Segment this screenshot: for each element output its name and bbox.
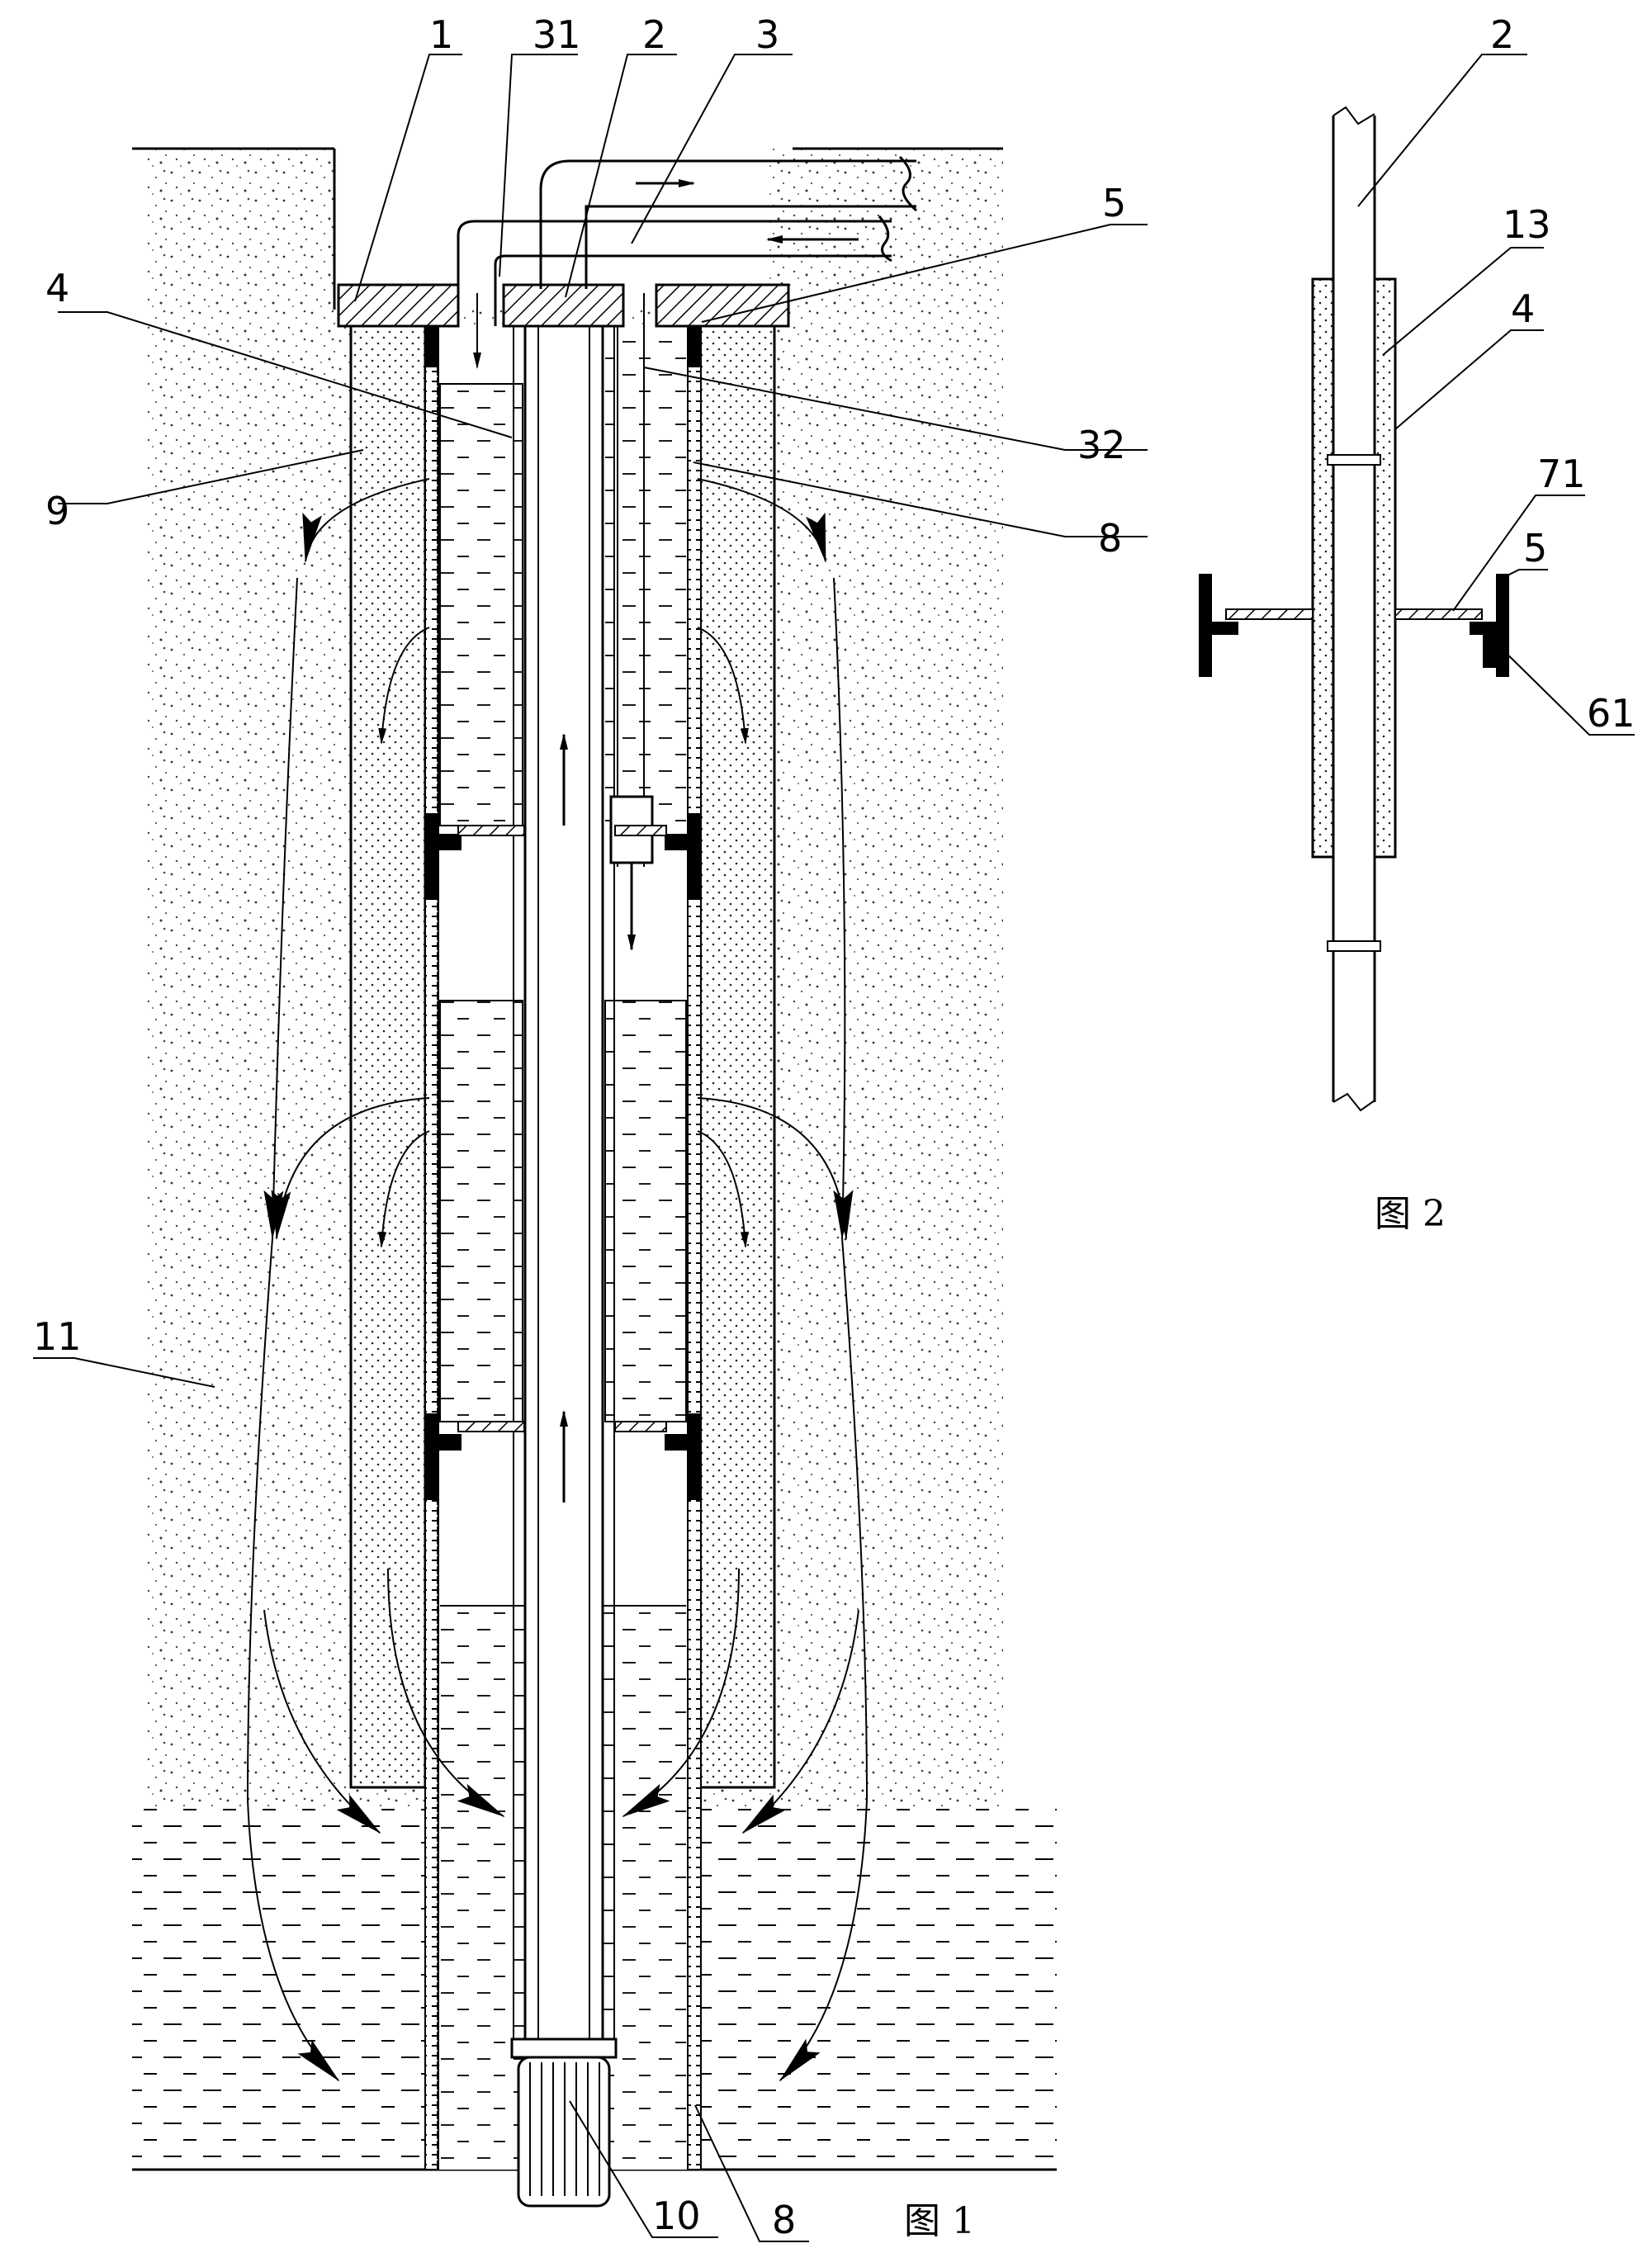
- injection-pipe-break: [878, 215, 892, 263]
- figure-1: 1 31 2 3 5 4 32 9 8 11 10 8 图 1: [33, 12, 1148, 2242]
- fig2-sleeve-left: [1311, 277, 1335, 859]
- fig2-packer-right: [1496, 574, 1509, 677]
- packer-top-left: [425, 326, 438, 367]
- pump-coupling: [510, 2037, 618, 2059]
- fig2-label-71: 71: [1537, 452, 1586, 496]
- fig2-seat-right-drop: [1483, 635, 1496, 668]
- figure-2: 2 13 4 71 5 61 图 2: [1199, 12, 1635, 1235]
- soil-layer: [145, 149, 1003, 1806]
- fig2-sleeve-right: [1373, 277, 1397, 859]
- chamber-water-right-1: [605, 326, 686, 826]
- packer-left-1: [425, 813, 438, 900]
- figure-1-leaders: [33, 54, 1148, 2242]
- riser-pipe: [523, 287, 604, 2041]
- well-cover-middle: [502, 283, 625, 328]
- injection-pipe: [457, 220, 892, 326]
- figure-1-caption: 图 1: [904, 2200, 975, 2242]
- packer-right-1: [688, 813, 701, 900]
- fig2-label-4: 4: [1511, 286, 1535, 331]
- fig2-label-61: 61: [1587, 691, 1635, 736]
- fig2-packer-left: [1199, 574, 1212, 677]
- pump-ribs: [529, 2062, 600, 2196]
- fig2-plate-left: [1225, 608, 1314, 620]
- partition-plate-right-2: [614, 1421, 667, 1432]
- packer-right-2-foot: [665, 1434, 688, 1451]
- partition-plate-left-1: [457, 825, 525, 836]
- packer-left-1-foot: [438, 834, 462, 850]
- gravel-pack-left: [349, 324, 427, 1789]
- label-8-lower: 8: [772, 2198, 796, 2242]
- gravel-pack-right: [698, 324, 776, 1789]
- packer-right-2: [688, 1413, 701, 1500]
- aquifer-flow-arrows: [246, 478, 869, 2082]
- label-11: 11: [33, 1314, 82, 1359]
- fig2-seat-right: [1470, 622, 1496, 635]
- packer-top-right: [688, 326, 701, 367]
- label-32: 32: [1077, 423, 1126, 467]
- fig2-coupling-upper: [1327, 454, 1381, 466]
- label-5: 5: [1102, 181, 1126, 225]
- outlet-pipe: [539, 159, 916, 289]
- well-cover-left: [337, 283, 460, 328]
- fig2-pipe-break-top: [1332, 106, 1375, 125]
- fig2-packer-left-foot: [1212, 622, 1238, 635]
- outlet-pipe-break: [898, 155, 917, 212]
- label-2: 2: [642, 12, 666, 57]
- fig2-label-13: 13: [1503, 202, 1551, 247]
- label-1: 1: [429, 12, 453, 57]
- chamber-water-left-2: [439, 1000, 523, 1422]
- fig2-label-5: 5: [1523, 526, 1547, 570]
- label-31: 31: [533, 12, 581, 57]
- partition-plate-left-2: [457, 1421, 525, 1432]
- packer-left-2-foot: [438, 1434, 462, 1451]
- fig2-pipe-break-bottom: [1332, 1092, 1375, 1112]
- fig2-plate-right: [1394, 608, 1483, 620]
- label-9: 9: [45, 489, 69, 533]
- packer-left-2: [425, 1413, 438, 1500]
- chamber-flow-arrows: [378, 627, 749, 1248]
- figure-2-caption: 图 2: [1375, 1193, 1446, 1235]
- label-8-upper: 8: [1098, 516, 1122, 561]
- fig2-coupling-lower: [1327, 940, 1381, 952]
- label-4: 4: [45, 266, 69, 310]
- well-cover-right: [655, 283, 790, 328]
- partition-plate-right-1: [614, 825, 667, 836]
- chamber-water-left-1: [439, 383, 523, 826]
- well-screen-left: [424, 325, 439, 2170]
- label-3: 3: [755, 12, 779, 57]
- label-10: 10: [652, 2194, 701, 2238]
- fig2-label-2: 2: [1490, 12, 1514, 57]
- packer-right-1-foot: [665, 834, 688, 850]
- figure-2-leaders: [1357, 54, 1635, 736]
- chamber-water-right-2: [604, 1000, 687, 1422]
- well-screen-right: [687, 325, 702, 2170]
